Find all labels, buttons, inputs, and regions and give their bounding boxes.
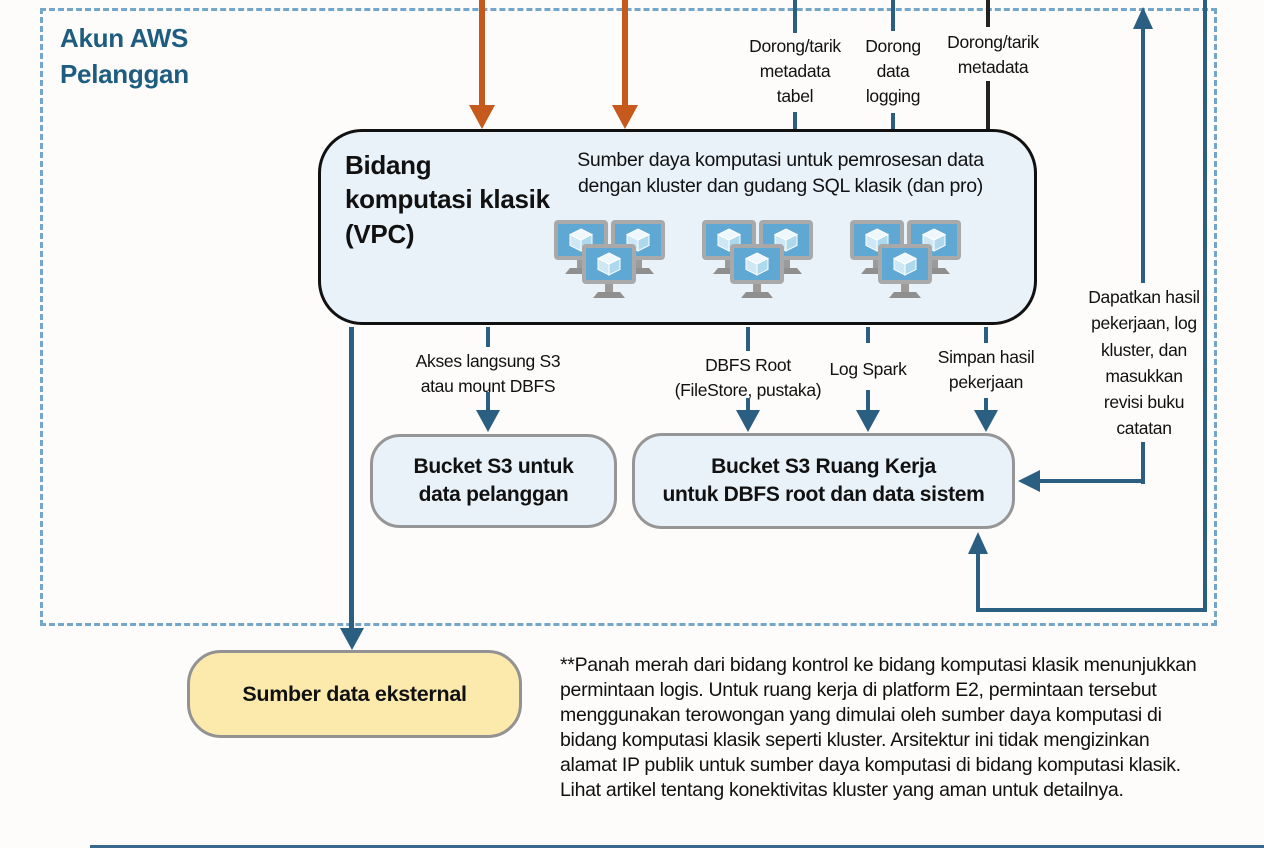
bottom-cropped-bar [90,845,1264,848]
footnote-text: **Panah merah dari bidang kontrol ke bid… [560,654,1197,801]
aws-account-boundary [40,8,1217,626]
spark-logs-line-bottom [866,390,870,412]
return-line-horizontal [976,608,1207,612]
external-source-arrowhead [340,628,364,650]
save-results-arrowhead [974,410,998,432]
logging-data-line-top [891,0,895,31]
table-metadata-line-top [793,0,797,33]
workspace-s3-bucket-box: Bucket S3 Ruang Kerja untuk DBFS root da… [632,433,1015,529]
dbfs-root-line-bottom [746,398,750,412]
spark-logs-line-top [866,327,870,343]
compute-cluster-icon [849,220,962,299]
compute-cluster-icon [553,220,666,299]
table-metadata-line-bottom [793,112,797,129]
get-job-results-label: Dapatkan hasil pekerjaan, log kluster, d… [1088,287,1200,439]
s3-access-label: Akses langsung S3 atau mount DBFS [415,351,561,396]
control-plane-request-arrowhead-2 [612,105,638,129]
external-data-source-box: Sumber data eksternal [187,650,522,738]
customer-s3-bucket-box: Bucket S3 untuk data pelanggan [370,434,617,528]
dbfs-root-arrowhead [736,410,760,432]
logging-data-line-bottom [891,113,895,129]
get-job-results-line-top [1141,27,1145,283]
s3-access-line-top [486,327,490,347]
control-plane-request-arrowhead-1 [469,105,495,129]
table-metadata-label: Dorong/tarik metadata tabel [749,36,841,106]
dbfs-root-label: DBFS Root (FileStore, pustaka) [674,355,822,400]
dbfs-root-line-top [746,327,750,351]
metadata-line-top [986,0,990,27]
control-plane-request-arrow-line-1 [479,0,485,108]
get-job-results-line-horizontal [1038,479,1145,483]
get-job-results-arrowhead-up [1133,7,1153,29]
get-job-results-arrowhead-left [1018,470,1040,492]
compute-plane-description: Sumber daya komputasi untuk pemrosesan d… [577,149,984,197]
metadata-line-bottom [986,81,990,129]
spark-logs-label: Log Spark [829,359,907,379]
s3-access-line-bottom [486,392,490,412]
save-results-line-top [984,327,988,343]
control-plane-request-arrow-line-2 [622,0,628,108]
s3-access-arrowhead [476,410,500,432]
compute-plane-title: Bidang komputasi klasik (VPC) [345,150,550,249]
return-line-arrowhead-up [968,532,988,554]
aws-account-label: Akun AWS Pelanggan [60,23,189,90]
return-line-vertical-up [976,552,980,612]
external-source-line [349,327,354,629]
metadata-label: Dorong/tarik metadata [947,32,1039,77]
save-results-label: Simpan hasil pekerjaan [937,347,1035,392]
get-job-results-line-bottom [1141,442,1145,484]
save-results-line-bottom [984,398,988,412]
spark-logs-arrowhead [856,410,880,432]
return-line-vertical-right [1203,0,1207,612]
logging-data-label: Dorong data logging [865,36,921,106]
compute-cluster-icon [701,220,814,299]
